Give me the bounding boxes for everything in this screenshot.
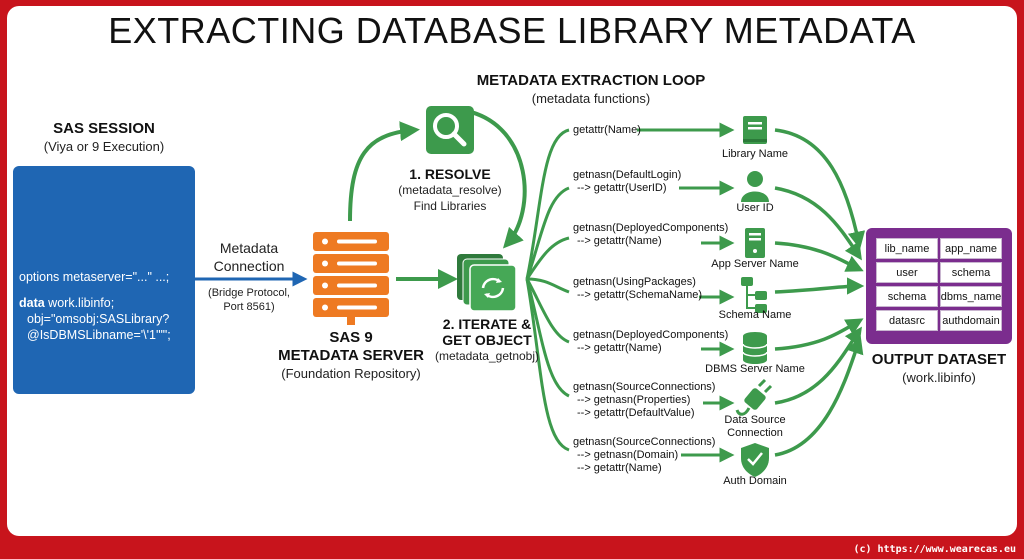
function-call: getnasn(SourceConnections) xyxy=(573,436,716,448)
session-code: options metaserver="..." ...; data work.… xyxy=(19,269,195,343)
function-call: --> getattr(UserID) xyxy=(577,182,667,194)
dataset-column: datasrc xyxy=(876,310,938,331)
function-call: --> getattr(Name) xyxy=(577,342,662,354)
dataset-column: schema xyxy=(876,286,938,307)
shield-check-icon xyxy=(741,443,769,477)
function-call: getnasn(DeployedComponents) xyxy=(573,222,729,234)
connection-label-2: Connection xyxy=(213,258,285,274)
code-line-options: options metaserver="..." ...; xyxy=(19,270,170,284)
resolve-description: Find Libraries xyxy=(413,199,487,213)
function-call: --> getnasn(Domain) xyxy=(577,449,679,461)
diagram-canvas: EXTRACTING DATABASE LIBRARY METADATA xyxy=(7,6,1017,536)
to-dataset-arrows xyxy=(774,128,866,457)
search-icon xyxy=(426,106,474,154)
iterate-function: (metadata_getnobj) xyxy=(434,349,540,363)
server-label-1: SAS 9 xyxy=(329,329,373,346)
output-dataset-box: lib_name app_name user schema schema dbm… xyxy=(866,228,1012,344)
iterate-title-2: GET OBJECT xyxy=(442,332,532,348)
function-call: getnasn(UsingPackages) xyxy=(573,276,696,288)
session-heading: SAS SESSION xyxy=(53,120,155,137)
connection-note-1: (Bridge Protocol, xyxy=(208,287,290,299)
function-row-app-server: getnasn(DeployedComponents) --> getattr(… xyxy=(573,222,728,248)
iterate-title-1: 2. ITERATE & xyxy=(442,316,532,332)
output-label-library-name: Library Name xyxy=(721,148,789,160)
function-row-data-source: getnasn(SourceConnections) --> getnasn(P… xyxy=(573,381,715,420)
dataset-column: schema xyxy=(940,262,1002,283)
diagram-title: EXTRACTING DATABASE LIBRARY METADATA xyxy=(108,10,916,51)
footer-copyright: (c) https://www.wearecas.eu xyxy=(853,544,1016,555)
connection-label-1: Metadata xyxy=(219,240,279,256)
server-to-resolve-arrow xyxy=(348,121,420,222)
database-icon xyxy=(742,332,768,364)
output-label-app-server: App Server Name xyxy=(711,258,799,270)
server-label-2: METADATA SERVER xyxy=(278,347,424,364)
function-call: --> getattr(Name) xyxy=(577,462,662,474)
plug-icon xyxy=(735,378,773,416)
function-call: --> getattr(DefaultValue) xyxy=(577,407,695,419)
dataset-column: authdomain xyxy=(940,310,1002,331)
fan-out-arrows xyxy=(525,128,570,452)
output-label-dbms-server: DBMS Server Name xyxy=(705,363,805,375)
code-line-obj: obj="omsobj:SASLibrary? xyxy=(27,312,170,326)
function-row-auth-domain: getnasn(SourceConnections) --> getnasn(D… xyxy=(573,436,715,475)
output-title: OUTPUT DATASET xyxy=(871,351,1007,368)
loop-title: METADATA EXTRACTION LOOP xyxy=(476,72,706,89)
code-keyword-data: data xyxy=(19,296,45,310)
function-call: --> getattr(Name) xyxy=(577,235,662,247)
iterate-cards-icon xyxy=(457,254,517,312)
function-row-library-name: getattr(Name) xyxy=(573,124,641,137)
server-tower-icon xyxy=(745,228,765,258)
function-row-dbms-server: getnasn(DeployedComponents) --> getattr(… xyxy=(573,329,728,355)
output-label-user-id: User ID xyxy=(736,202,774,214)
function-row-schema: getnasn(UsingPackages) --> getattr(Schem… xyxy=(573,276,702,302)
schema-tree-icon xyxy=(741,277,767,313)
book-icon xyxy=(743,116,767,144)
connection-note-2: Port 8561) xyxy=(223,301,275,313)
code-line-filter: @IsDBMSLibname='\'1'""; xyxy=(27,328,171,342)
dataset-column: dbms_name xyxy=(940,286,1002,307)
dataset-column: lib_name xyxy=(876,238,938,259)
session-box xyxy=(13,166,195,394)
session-subheading: (Viya or 9 Execution) xyxy=(43,139,165,154)
server-stack-icon xyxy=(313,232,389,325)
function-call: getnasn(DefaultLogin) xyxy=(573,169,682,181)
function-call: --> getnasn(Properties) xyxy=(577,394,691,406)
output-dataset-grid: lib_name app_name user schema schema dbm… xyxy=(875,238,1003,331)
output-label-data-source-2: Connection xyxy=(727,427,783,439)
output-label-auth-domain: Auth Domain xyxy=(723,475,787,487)
resolve-function: (metadata_resolve) xyxy=(398,183,502,197)
function-call: getnasn(DeployedComponents) xyxy=(573,329,729,341)
loop-subtitle: (metadata functions) xyxy=(531,91,651,106)
function-call: --> getattr(SchemaName) xyxy=(577,289,703,301)
dataset-column: app_name xyxy=(940,238,1002,259)
resolve-title: 1. RESOLVE xyxy=(409,166,491,182)
function-call: getnasn(SourceConnections) xyxy=(573,381,716,393)
function-call: getattr(Name) xyxy=(573,124,641,136)
user-icon xyxy=(741,171,769,202)
output-label-data-source-1: Data Source xyxy=(724,414,786,426)
output-subtitle: (work.libinfo) xyxy=(902,370,976,385)
resolve-to-iterate-arrow xyxy=(466,109,527,249)
function-arrows xyxy=(637,122,735,463)
code-dataset-name: work.libinfo; xyxy=(44,296,115,310)
output-label-schema: Schema Name xyxy=(718,309,792,321)
dataset-column: user xyxy=(876,262,938,283)
code-line-data: data work.libinfo; xyxy=(19,295,195,311)
function-row-user-id: getnasn(DefaultLogin) --> getattr(UserID… xyxy=(573,169,681,195)
server-label-3: (Foundation Repository) xyxy=(281,366,421,381)
